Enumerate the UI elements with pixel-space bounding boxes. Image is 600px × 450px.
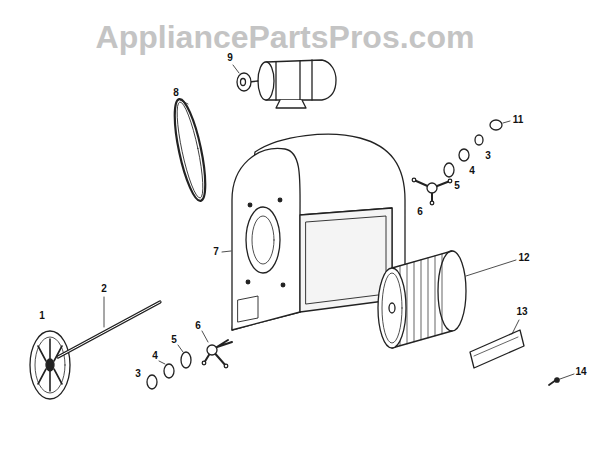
callout-number: 9 xyxy=(227,53,233,63)
left-bearing-bracket xyxy=(202,340,232,368)
callout-number: 12 xyxy=(518,253,529,263)
callout-number: 13 xyxy=(516,307,527,317)
callout-number: 4 xyxy=(469,166,475,176)
blower-wheel xyxy=(378,251,466,348)
callout-number: 3 xyxy=(135,369,141,379)
screw xyxy=(549,378,559,385)
leader-lines xyxy=(104,65,574,379)
callout-number: 8 xyxy=(173,88,179,98)
callout-number: 7 xyxy=(213,247,219,257)
callout-number: 2 xyxy=(101,284,107,294)
callout-number: 6 xyxy=(417,207,423,217)
right-bearing-bracket xyxy=(412,178,452,205)
motor xyxy=(249,60,336,108)
callout-number: 6 xyxy=(195,321,201,331)
set-collar xyxy=(147,375,157,389)
washer xyxy=(475,135,483,145)
callout-number: 3 xyxy=(485,151,491,161)
callout-number: 5 xyxy=(454,181,460,191)
blower-pulley xyxy=(30,331,70,399)
cutoff-plate xyxy=(470,330,524,368)
callout-number: 5 xyxy=(171,335,177,345)
motor-pulley xyxy=(237,73,251,91)
callout-number: 4 xyxy=(152,351,158,361)
callout-number: 14 xyxy=(575,367,586,377)
bearing xyxy=(181,352,191,368)
bearing xyxy=(444,163,454,177)
callout-number: 11 xyxy=(513,115,524,125)
collar xyxy=(164,364,174,378)
callout-number: 1 xyxy=(39,311,45,321)
set-collar xyxy=(490,120,502,130)
watermark: AppliancePartsPros.com xyxy=(96,21,475,53)
collar xyxy=(459,149,469,161)
shaft xyxy=(58,302,160,357)
belt xyxy=(168,97,211,203)
shaft-highlight xyxy=(58,302,160,357)
